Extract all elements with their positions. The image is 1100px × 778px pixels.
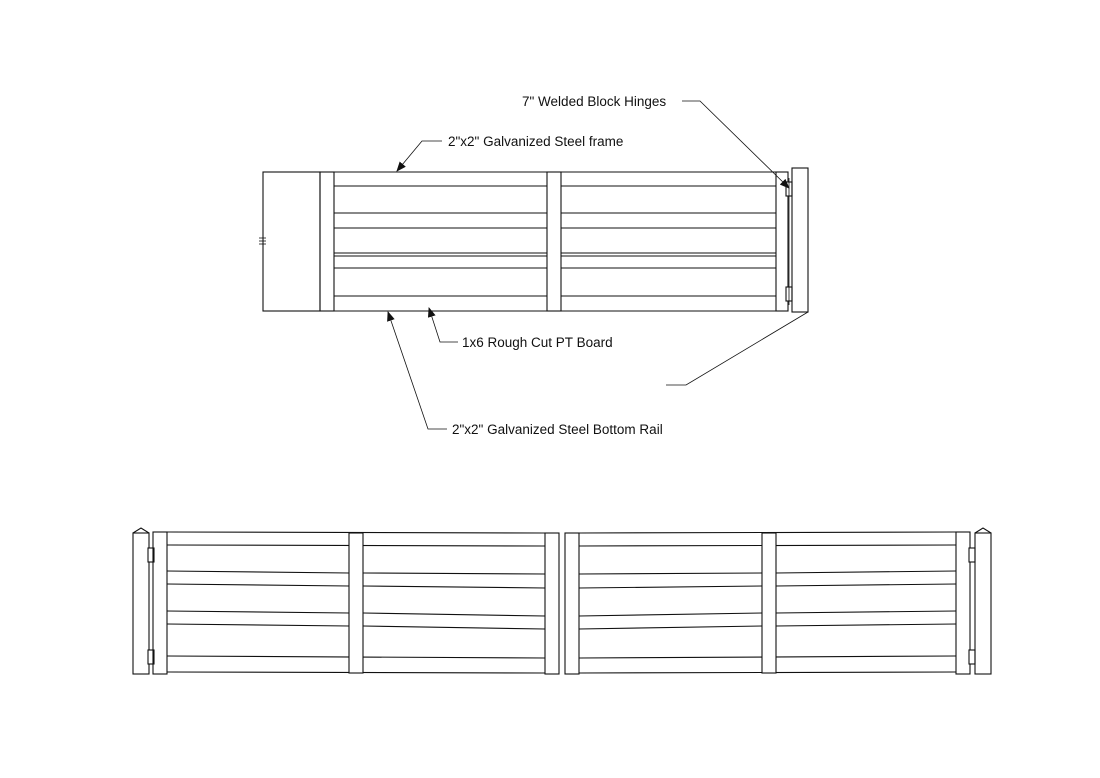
hinge-lower	[785, 283, 793, 305]
hinge-upper	[785, 178, 793, 200]
single-gate-detail	[259, 167, 809, 313]
frame-upright-right	[775, 171, 789, 312]
callout-bottom-rail-label: 2"x2" Galvanized Steel Bottom Rail	[452, 422, 663, 437]
gate-end-block	[262, 171, 321, 312]
break-symbol	[259, 237, 266, 245]
double-gate-elevation	[132, 527, 992, 675]
gate-leaf-right	[564, 531, 971, 675]
callout-board: 1x6 Rough Cut PT Board	[427, 307, 613, 350]
callout-board-label: 1x6 Rough Cut PT Board	[462, 335, 613, 350]
hinge-left-upper	[147, 547, 155, 563]
hinge-right-lower	[968, 649, 976, 665]
callout-bottom-rail: 2"x2" Galvanized Steel Bottom Rail	[387, 311, 663, 437]
post-left	[132, 527, 150, 675]
gate-post	[791, 167, 809, 313]
hinge-right-upper	[968, 547, 976, 563]
callout-frame: 2"x2" Galvanized Steel frame	[396, 134, 623, 172]
callout-hinges: 7" Welded Block Hinges	[522, 94, 790, 189]
hinge-left-lower	[147, 649, 155, 665]
post-right	[974, 527, 992, 675]
frame-upright-left	[319, 171, 335, 312]
post-leader-line	[666, 311, 809, 386]
gate-leaf-left	[152, 531, 560, 675]
callout-frame-label: 2"x2" Galvanized Steel frame	[448, 134, 623, 149]
callout-hinges-label: 7" Welded Block Hinges	[522, 94, 666, 109]
frame-upright-middle	[546, 171, 562, 312]
